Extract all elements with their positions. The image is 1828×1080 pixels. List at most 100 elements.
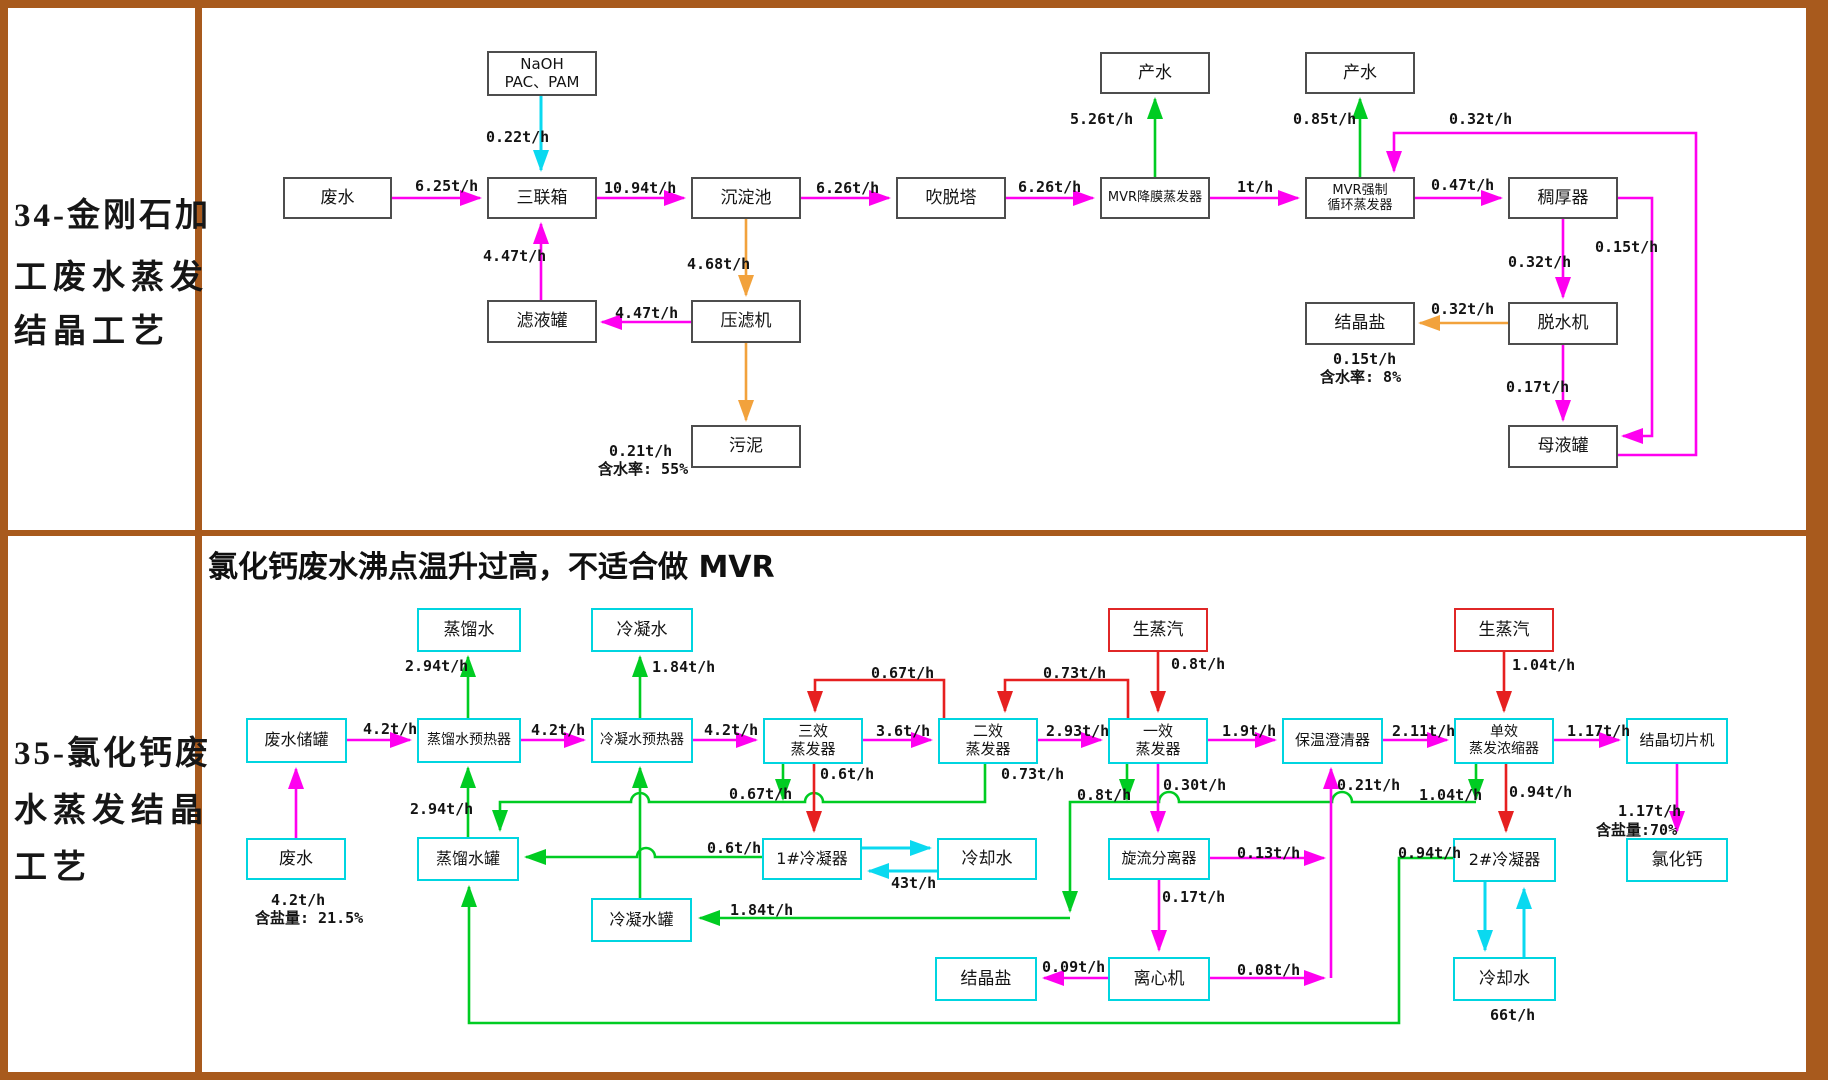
node-condensate-preheater: 冷凝水预热器 [591, 718, 693, 763]
flow-value-label: 4.47t/h [615, 304, 679, 322]
node-mvr-falling-film-evaporator: MVR降膜蒸发器 [1100, 177, 1210, 219]
node-wastewater-storage-tank: 废水储罐 [246, 718, 347, 763]
flow-line-chouhouqi-to-muyeguan [1618, 196, 1654, 444]
node-sludge: 污泥 [691, 425, 801, 468]
node-product-water-2: 产水 [1305, 52, 1415, 94]
node-label: 冷凝水 [616, 619, 668, 640]
flow-value-label: 1.84t/h [730, 901, 794, 919]
flow-value-label: 4.2t/h [531, 721, 586, 739]
node-label: 蒸发器 [790, 740, 836, 758]
flow-value-label: 1t/h [1237, 178, 1274, 196]
node-label: 生蒸汽 [1132, 619, 1184, 640]
flow-value-label: 4.47t/h [483, 247, 547, 265]
flow-value-label: 2.94t/h [405, 657, 469, 675]
node-label: 离心机 [1133, 968, 1185, 989]
node-label: 三效 [797, 722, 828, 741]
row35-note: 氯化钙废水沸点温升过高，不适合做 MVR [208, 550, 775, 585]
flow-line-muyeguan-recycle [1386, 131, 1698, 457]
flow-line-effect1-vapor-to-effect2 [997, 678, 1130, 718]
node-label: 蒸馏水预热器 [427, 732, 511, 749]
node-label: 沉淀池 [720, 187, 772, 208]
flow-value-label: 含盐量: 21.5% [255, 909, 364, 927]
row35-title-line3: 工艺 [14, 850, 92, 886]
node-product-water-1: 产水 [1100, 52, 1210, 94]
node-condenser-2: 2#冷凝器 [1453, 838, 1556, 882]
node-label: 1#冷凝器 [776, 848, 848, 868]
node-cooling-water-2: 冷却水 [1453, 957, 1556, 1001]
node-insulated-clarifier: 保温澄清器 [1282, 718, 1383, 764]
node-label: 压滤机 [720, 311, 772, 332]
node-label: 产水 [1138, 62, 1172, 83]
frame-left-border [0, 0, 8, 1080]
node-label: 一效 [1142, 722, 1173, 741]
node-label: 蒸发器 [965, 740, 1011, 758]
flow-value-label: 0.32t/h [1449, 110, 1513, 128]
node-label: 废水 [279, 848, 313, 869]
node-thickener: 稠厚器 [1508, 177, 1618, 219]
flow-value-label: 1.84t/h [652, 658, 716, 676]
sidebar-divider [195, 8, 202, 1072]
node-label: 冷却水 [1479, 968, 1530, 989]
flow-value-label: 1.04t/h [1512, 656, 1576, 674]
flow-value-label: 6.26t/h [1018, 178, 1082, 196]
row34-title-line1: 34-金刚石加 [14, 198, 211, 234]
node-cyclone-separator: 旋流分离器 [1108, 838, 1210, 880]
flow-value-label: 1.9t/h [1222, 722, 1277, 740]
row-divider [8, 530, 1806, 536]
node-crystal-salt-34: 结晶盐 [1305, 302, 1415, 345]
flow-line-condenser2-return-loop [461, 856, 1453, 1025]
node-mvr-forced-circulation-evaporator: MVR强制循环蒸发器 [1305, 177, 1415, 219]
node-label: 2#冷凝器 [1468, 849, 1541, 869]
flow-line-condenser1-to-distilled-tank [524, 846, 762, 865]
node-condensate-tank: 冷凝水罐 [591, 898, 692, 942]
flow-value-label: 4.2t/h [363, 720, 418, 738]
flow-value-label: 含水率: 8% [1320, 368, 1402, 386]
flow-value-label: 2.11t/h [1392, 722, 1456, 740]
node-label: MVR强制 [1332, 182, 1388, 198]
flow-value-label: 1.17t/h [1567, 722, 1631, 740]
node-raw-steam-1: 生蒸汽 [1108, 608, 1208, 652]
row35-title-line1: 35-氯化钙废 [14, 736, 211, 772]
flow-value-label: 0.32t/h [1508, 253, 1572, 271]
node-distilled-water: 蒸馏水 [417, 608, 521, 652]
flow-value-label: 3.6t/h [876, 722, 931, 740]
node-wastewater-35: 废水 [246, 838, 346, 880]
node-label: 母液罐 [1537, 436, 1589, 457]
node-effect2-evaporator: 二效蒸发器 [938, 718, 1038, 764]
node-label: MVR降膜蒸发器 [1107, 190, 1203, 206]
flow-value-label: 0.94t/h [1509, 783, 1573, 801]
flow-value-label: 0.73t/h [1043, 664, 1107, 682]
node-distilled-water-preheater: 蒸馏水预热器 [417, 718, 521, 763]
flow-value-label: 0.73t/h [1001, 765, 1065, 783]
node-label: 吹脱塔 [925, 187, 977, 208]
row34-title-line3: 结晶工艺 [14, 314, 170, 350]
node-label: 结晶盐 [960, 968, 1012, 989]
node-calcium-chloride: 氯化钙 [1626, 838, 1728, 882]
frame-bottom-border [0, 1072, 1828, 1080]
node-label: 污泥 [729, 436, 763, 457]
flow-value-label: 4.2t/h [704, 721, 759, 739]
node-label: 保温澄清器 [1294, 731, 1370, 750]
flow-value-label: 0.8t/h [1077, 786, 1132, 804]
flow-value-label: 0.8t/h [1171, 655, 1226, 673]
node-cooling-water-1: 冷却水 [937, 838, 1037, 880]
node-triple-tank: 三联箱 [487, 177, 597, 219]
flow-value-label: 4.2t/h [271, 891, 326, 909]
node-label: 废水 [320, 187, 355, 208]
node-label: 生蒸汽 [1478, 619, 1530, 640]
flow-value-label: 0.13t/h [1237, 844, 1301, 862]
node-label: 冷凝水预热器 [600, 732, 684, 749]
node-label: 冷凝水罐 [609, 909, 674, 929]
flow-value-label: 0.47t/h [1431, 176, 1495, 194]
node-condenser-1: 1#冷凝器 [762, 838, 862, 880]
node-distilled-water-tank: 蒸馏水罐 [417, 837, 519, 881]
flow-value-label: 10.94t/h [604, 179, 677, 197]
node-dewatering-machine: 脱水机 [1508, 302, 1618, 345]
flow-value-label: 0.21t/h [609, 442, 673, 460]
node-label: 脱水机 [1537, 313, 1589, 334]
node-label: 氯化钙 [1651, 849, 1703, 870]
flow-value-label: 43t/h [891, 874, 937, 892]
node-raw-steam-2: 生蒸汽 [1454, 608, 1554, 652]
